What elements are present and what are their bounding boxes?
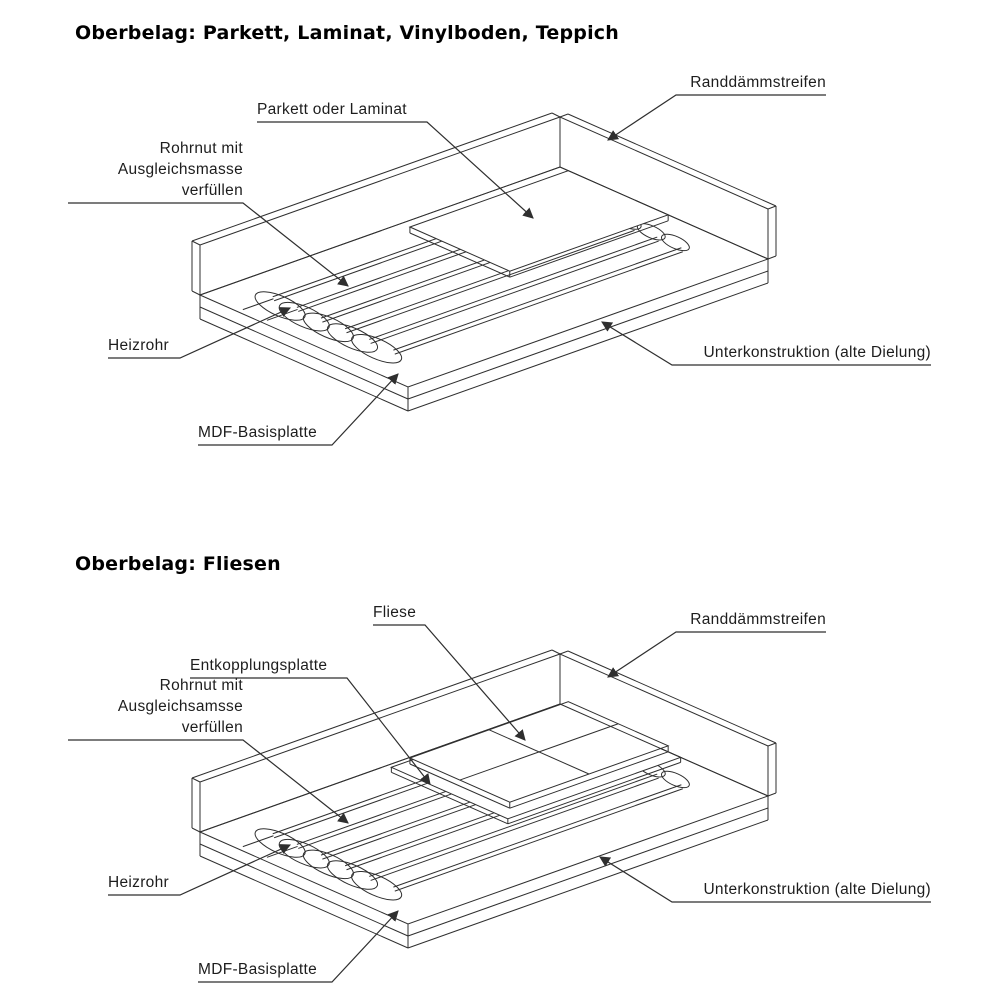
randdaemmstreifen-strips: [191, 649, 777, 833]
parkett-cover: [408, 170, 670, 278]
leader-mdf-basisplatte-2: [198, 910, 399, 983]
section-title-fliesen: Oberbelag: Fliesen: [75, 553, 281, 575]
leader-rohrnut-1: [68, 202, 349, 287]
label-randdaemmstreifen-2: Randdämmstreifen: [690, 611, 826, 628]
label-entkopplungsplatte: Entkopplungsplatte: [190, 657, 328, 674]
section-title-parkett: Oberbelag: Parkett, Laminat, Vinylboden,…: [75, 22, 619, 44]
label-unterkonstruktion-2: Unterkonstruktion (alte Dielung): [703, 881, 931, 898]
label-rohrnut-line2-2: Ausgleichsamsse: [117, 698, 243, 715]
label-fliese: Fliese: [373, 604, 417, 621]
leader-unterkonstruktion-2: [599, 856, 931, 903]
leader-parkett-oder-laminat: [257, 121, 534, 219]
leader-randdaemmstreifen-2: [607, 631, 826, 678]
assembly-parkett: [191, 112, 777, 412]
label-mdf-basisplatte-2: MDF-Basisplatte: [198, 961, 318, 978]
label-rohrnut-block-1: Rohrnut mit Ausgleichsmasse verfüllen: [118, 138, 243, 201]
leader-rohrnut-2: [68, 739, 349, 824]
leader-lines: [68, 94, 931, 983]
leader-unterkonstruktion-1: [601, 321, 931, 366]
label-rohrnut-line1-1: Rohrnut mit: [159, 140, 243, 157]
leader-mdf-basisplatte-1: [198, 373, 399, 446]
label-rohrnut-line2-1: Ausgleichsmasse: [117, 161, 243, 178]
label-heizrohr-1: Heizrohr: [108, 337, 169, 354]
label-mdf-basisplatte-1: MDF-Basisplatte: [198, 424, 318, 441]
leader-randdaemmstreifen-1: [607, 94, 826, 141]
leader-entkopplungsplatte: [190, 677, 431, 785]
label-randdaemmstreifen-1: Randdämmstreifen: [690, 74, 826, 91]
fliesen-cover: [408, 701, 670, 809]
label-rohrnut-line1-2: Rohrnut mit: [159, 677, 243, 694]
leader-fliese: [373, 624, 526, 741]
label-parkett-oder-laminat: Parkett oder Laminat: [257, 101, 407, 118]
assembly-fliesen: [191, 649, 777, 949]
leader-heizrohr-2: [108, 844, 291, 896]
randdaemmstreifen-strips: [191, 112, 777, 296]
label-unterkonstruktion-1: Unterkonstruktion (alte Dielung): [703, 344, 931, 361]
label-heizrohr-2: Heizrohr: [108, 874, 169, 891]
label-rohrnut-block-2: Rohrnut mit Ausgleichsamsse verfüllen: [118, 675, 243, 738]
label-rohrnut-line3-1: verfüllen: [181, 182, 243, 199]
leader-heizrohr-1: [108, 307, 291, 359]
label-rohrnut-line3-2: verfüllen: [181, 719, 243, 736]
